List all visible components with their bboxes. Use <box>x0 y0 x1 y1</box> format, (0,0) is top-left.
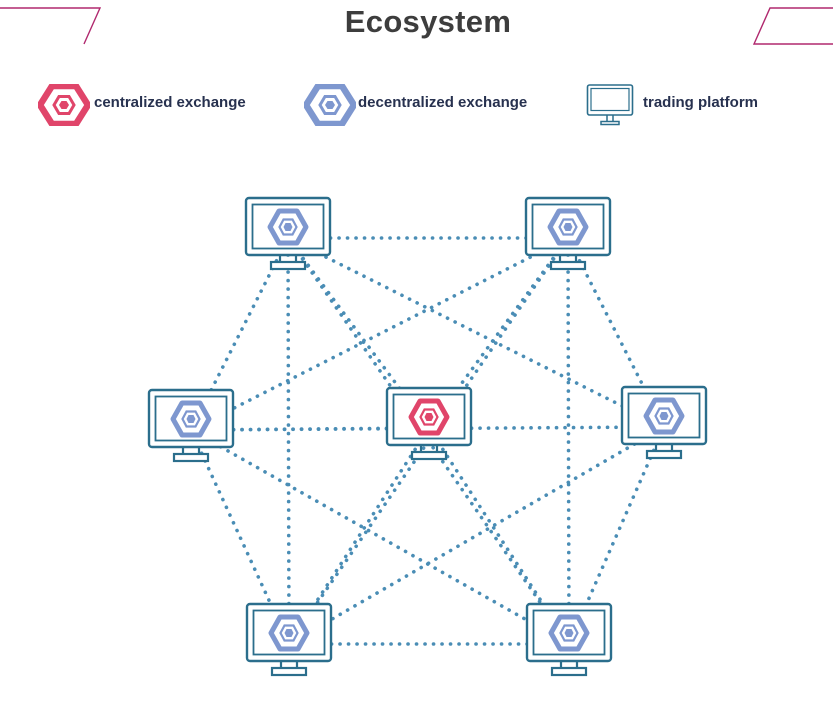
link-top-left-mid-right <box>286 236 666 429</box>
monitor-stand <box>419 445 439 452</box>
node-top-right <box>524 196 612 271</box>
hexagon-blue-icon <box>268 614 310 652</box>
hexagon-blue-icon <box>548 614 590 652</box>
monitor-stand <box>654 444 674 451</box>
link-center-bottom-right <box>427 426 571 646</box>
legend-label-decentralized: decentralized exchange <box>358 94 528 111</box>
hexagon-blue-icon <box>304 84 356 126</box>
monitor-icon <box>586 84 634 126</box>
node-mid-right <box>620 385 708 460</box>
node-mid-left <box>147 388 235 463</box>
legend-centralized-exchange: centralized exchange <box>38 84 278 126</box>
monitor-base <box>270 666 308 677</box>
monitor-stand <box>278 255 298 262</box>
hexagon-blue-icon <box>170 400 212 438</box>
monitor-base <box>549 260 587 271</box>
decorative-corner-left <box>0 7 102 45</box>
node-center <box>385 386 473 461</box>
monitor-stand <box>558 255 578 262</box>
hexagon-blue-icon <box>643 397 685 435</box>
node-bottom-left <box>245 602 333 677</box>
link-center-bottom-left <box>287 426 431 646</box>
node-bottom-right <box>525 602 613 677</box>
monitor-stand <box>181 447 201 454</box>
hexagon-red-icon <box>408 398 450 436</box>
link-top-right-bottom-right <box>566 236 571 646</box>
hexagon-blue-icon <box>547 208 589 246</box>
monitor-base <box>645 449 683 460</box>
link-top-left-bottom-left <box>286 236 291 646</box>
monitor-stand <box>279 661 299 668</box>
hexagon-blue-icon <box>267 208 309 246</box>
legend-label-platform: trading platform <box>643 94 758 111</box>
monitor-base <box>550 666 588 677</box>
hexagon-red-icon <box>38 84 90 126</box>
page-title: Ecosystem <box>344 4 512 39</box>
node-top-left <box>244 196 332 271</box>
link-top-right-mid-left <box>189 236 570 432</box>
monitor-stand <box>559 661 579 668</box>
link-mid-right-bottom-right <box>567 425 666 646</box>
legend-label-centralized: centralized exchange <box>94 94 246 111</box>
monitor-base <box>172 452 210 463</box>
monitor-base <box>410 450 448 461</box>
monitor-base <box>269 260 307 271</box>
legend-trading-platform: trading platform <box>586 84 786 126</box>
legend-decentralized-exchange: decentralized exchange <box>304 84 554 126</box>
decorative-corner-right <box>752 7 833 45</box>
